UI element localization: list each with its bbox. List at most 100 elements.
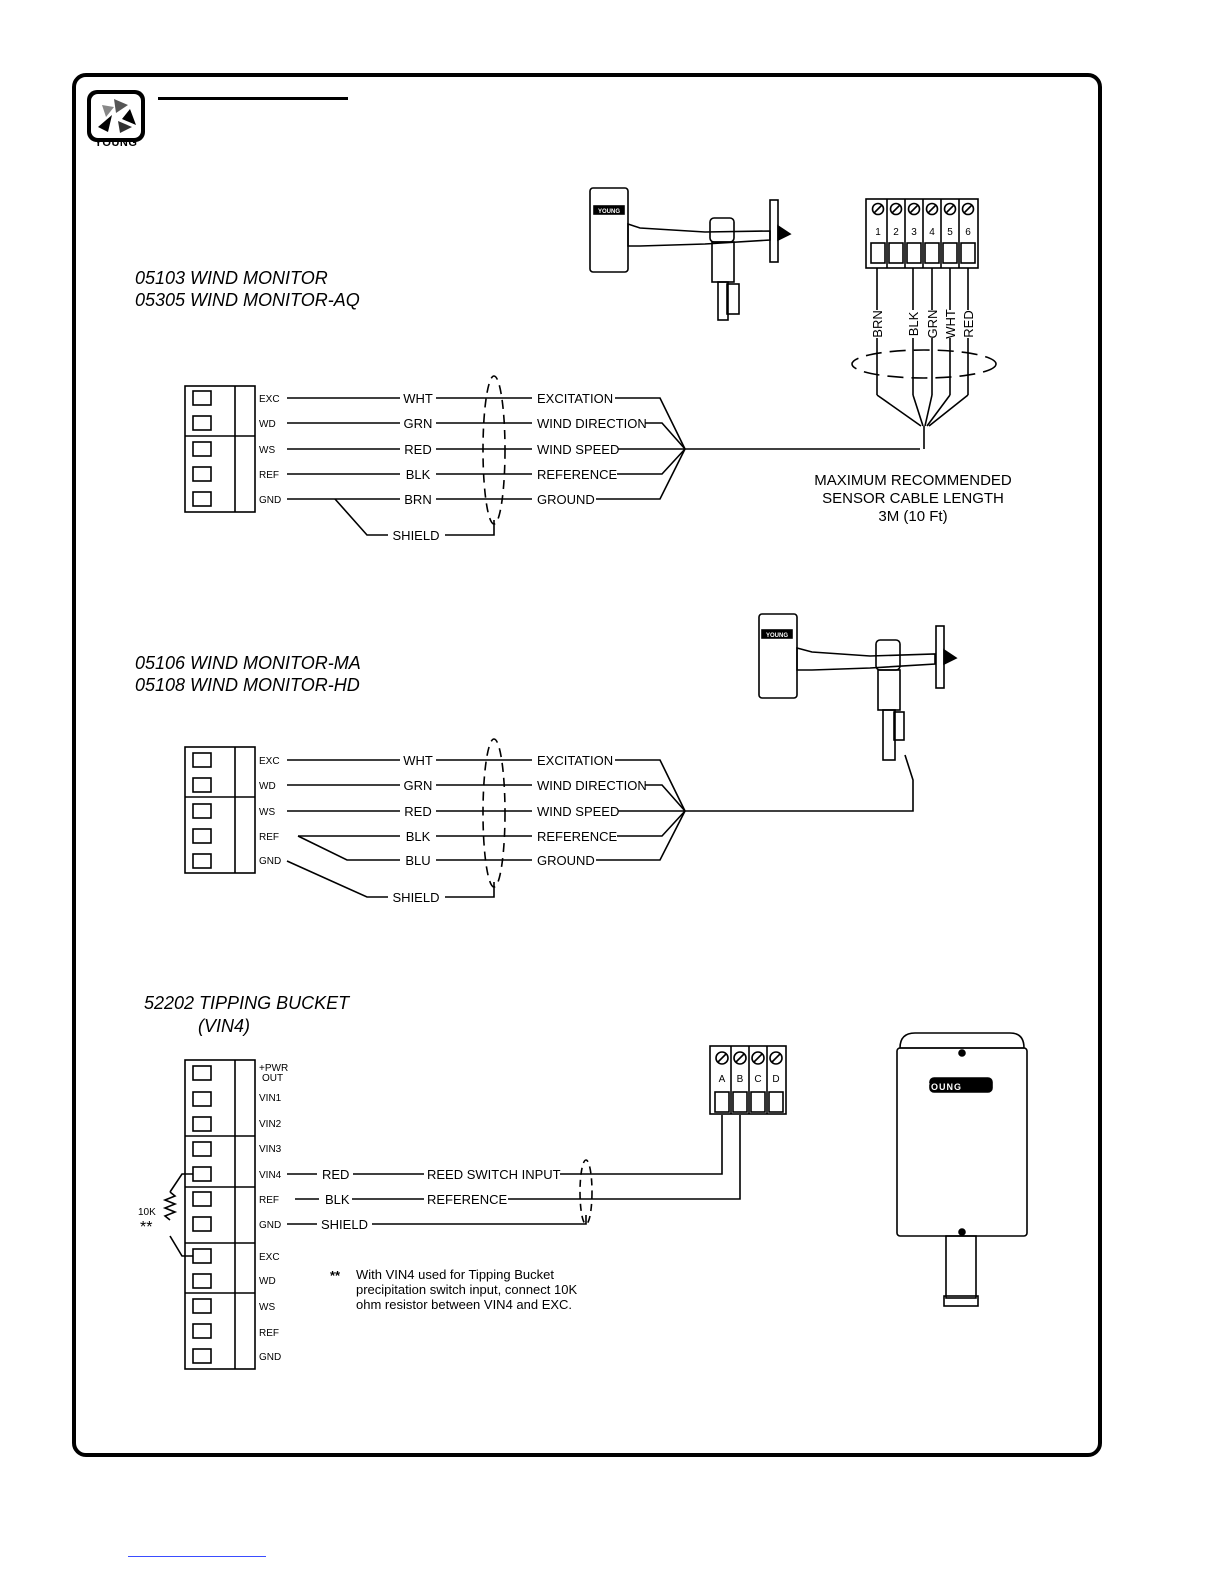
- s3-terminal-pwr-1: +PWR: [259, 1063, 288, 1074]
- s3-signal-reed: REED SWITCH INPUT: [427, 1167, 561, 1182]
- s3-terminal-vin2: VIN2: [259, 1119, 282, 1130]
- s1-wire-grn: GRN: [404, 416, 433, 431]
- section3-switch-box: [709, 1045, 787, 1115]
- header-rule: [158, 97, 348, 100]
- s3-terminal-gnd-2: GND: [259, 1352, 281, 1363]
- s3-wire-shield: SHIELD: [321, 1217, 368, 1232]
- s1-junction-wire-grn: GRN: [925, 310, 940, 339]
- s2-signal-excitation: EXCITATION: [537, 753, 613, 768]
- s1-junction-wire-red: RED: [961, 310, 976, 337]
- section2-wires: [286, 738, 914, 898]
- s3-terminal-d: D: [772, 1074, 779, 1085]
- s1-signal-reference: REFERENCE: [537, 467, 618, 482]
- s1-junction-5: 5: [947, 227, 953, 238]
- s1-junction-4: 4: [929, 227, 935, 238]
- s1-junction-3: 3: [911, 227, 917, 238]
- s2-wire-grn: GRN: [404, 778, 433, 793]
- s1-terminal-ref: REF: [259, 470, 279, 481]
- s3-resistor-mark: **: [140, 1219, 152, 1236]
- s3-terminal-ws: WS: [259, 1302, 275, 1313]
- section1-title-line1: 05103 WIND MONITOR: [135, 268, 328, 288]
- s1-signal-wind-direction: WIND DIRECTION: [537, 416, 647, 431]
- s3-terminal-pwr-2: OUT: [262, 1073, 283, 1084]
- s2-shield: SHIELD: [393, 890, 440, 905]
- s3-note-line1: With VIN4 used for Tipping Bucket: [356, 1267, 554, 1282]
- section1-title-line2: 05305 WIND MONITOR-AQ: [135, 290, 360, 310]
- s3-terminal-a: A: [719, 1074, 726, 1085]
- s1-note-line1: MAXIMUM RECOMMENDED: [814, 472, 1012, 489]
- s3-terminal-vin1: VIN1: [259, 1093, 282, 1104]
- s1-signal-wind-speed: WIND SPEED: [537, 442, 619, 457]
- s2-terminal-gnd: GND: [259, 856, 281, 867]
- s1-junction-wire-blk: BLK: [906, 311, 921, 336]
- anemometer-1-plate: YOUNG: [598, 209, 620, 215]
- s2-signal-wind-direction: WIND DIRECTION: [537, 778, 647, 793]
- s3-terminal-c: C: [754, 1074, 761, 1085]
- young-logo-icon: [87, 90, 145, 142]
- s1-terminal-exc: EXC: [259, 394, 280, 405]
- tipping-bucket-icon: [896, 1032, 1028, 1307]
- footer-link[interactable]: [128, 1556, 266, 1557]
- s1-wire-brn: BRN: [404, 492, 431, 507]
- s2-signal-wind-speed: WIND SPEED: [537, 804, 619, 819]
- s2-terminal-ws: WS: [259, 807, 275, 818]
- section3-title-line2: (VIN4): [198, 1016, 251, 1036]
- s3-note-line3: ohm resistor between VIN4 and EXC.: [356, 1297, 572, 1312]
- s2-terminal-ref: REF: [259, 832, 279, 843]
- s3-note-mark: **: [330, 1268, 341, 1283]
- section3-title-line1: 52202 TIPPING BUCKET: [144, 993, 350, 1013]
- s2-signal-ground: GROUND: [537, 853, 595, 868]
- s1-terminal-gnd: GND: [259, 495, 281, 506]
- s2-wire-red: RED: [404, 804, 431, 819]
- s3-terminal-wd: WD: [259, 1276, 276, 1287]
- s1-junction-1: 1: [875, 227, 881, 238]
- anemometer-2-icon: [758, 613, 958, 761]
- s1-note-line3: 3M (10 Ft): [878, 508, 947, 525]
- section3-terminal-block: [184, 1059, 256, 1370]
- s2-wire-blu: BLU: [405, 853, 430, 868]
- s1-junction-wire-wht: WHT: [943, 309, 958, 339]
- section1-junction-box: [851, 198, 997, 449]
- s1-note-line2: SENSOR CABLE LENGTH: [822, 490, 1004, 507]
- s1-wire-wht: WHT: [403, 391, 433, 406]
- s3-terminal-exc: EXC: [259, 1252, 280, 1263]
- section1-terminal-block: [184, 385, 256, 513]
- s3-signal-ref: REFERENCE: [427, 1192, 508, 1207]
- s1-junction-6: 6: [965, 227, 971, 238]
- anemometer-2-plate: YOUNG: [766, 633, 788, 639]
- s3-wire-red: RED: [322, 1167, 349, 1182]
- s3-note-line2: precipitation switch input, connect 10K: [356, 1282, 577, 1297]
- s1-wire-red: RED: [404, 442, 431, 457]
- s1-shield: SHIELD: [393, 528, 440, 543]
- s1-junction-wire-brn: BRN: [870, 310, 885, 337]
- section2-terminal-block: [184, 746, 256, 874]
- section2-title-line2: 05108 WIND MONITOR-HD: [135, 675, 360, 695]
- s1-terminal-wd: WD: [259, 419, 276, 430]
- s2-signal-reference: REFERENCE: [537, 829, 618, 844]
- s3-terminal-gnd: GND: [259, 1220, 281, 1231]
- s2-wire-blk: BLK: [406, 829, 431, 844]
- logo-text: YOUNG: [94, 137, 138, 149]
- s3-terminal-b: B: [737, 1074, 744, 1085]
- plate-text: YOUNG: [924, 1082, 962, 1092]
- section2-title-line1: 05106 WIND MONITOR-MA: [135, 653, 361, 673]
- s2-wire-wht: WHT: [403, 753, 433, 768]
- section1-wires: [287, 375, 920, 536]
- s3-terminal-ref: REF: [259, 1195, 279, 1206]
- s3-wire-blk: BLK: [325, 1192, 350, 1207]
- page-border: [72, 73, 1102, 1457]
- s1-junction-2: 2: [893, 227, 899, 238]
- s3-terminal-ref-2: REF: [259, 1328, 279, 1339]
- s3-terminal-vin3: VIN3: [259, 1144, 282, 1155]
- s3-resistor-label: 10K: [138, 1207, 156, 1218]
- s3-terminal-vin4: VIN4: [259, 1170, 282, 1181]
- s1-terminal-ws: WS: [259, 445, 275, 456]
- s1-signal-ground: GROUND: [537, 492, 595, 507]
- anemometer-1-icon: [589, 187, 792, 321]
- s2-terminal-exc: EXC: [259, 756, 280, 767]
- s1-signal-excitation: EXCITATION: [537, 391, 613, 406]
- section3-wires: [162, 1115, 741, 1257]
- s2-terminal-wd: WD: [259, 781, 276, 792]
- s1-wire-blk: BLK: [406, 467, 431, 482]
